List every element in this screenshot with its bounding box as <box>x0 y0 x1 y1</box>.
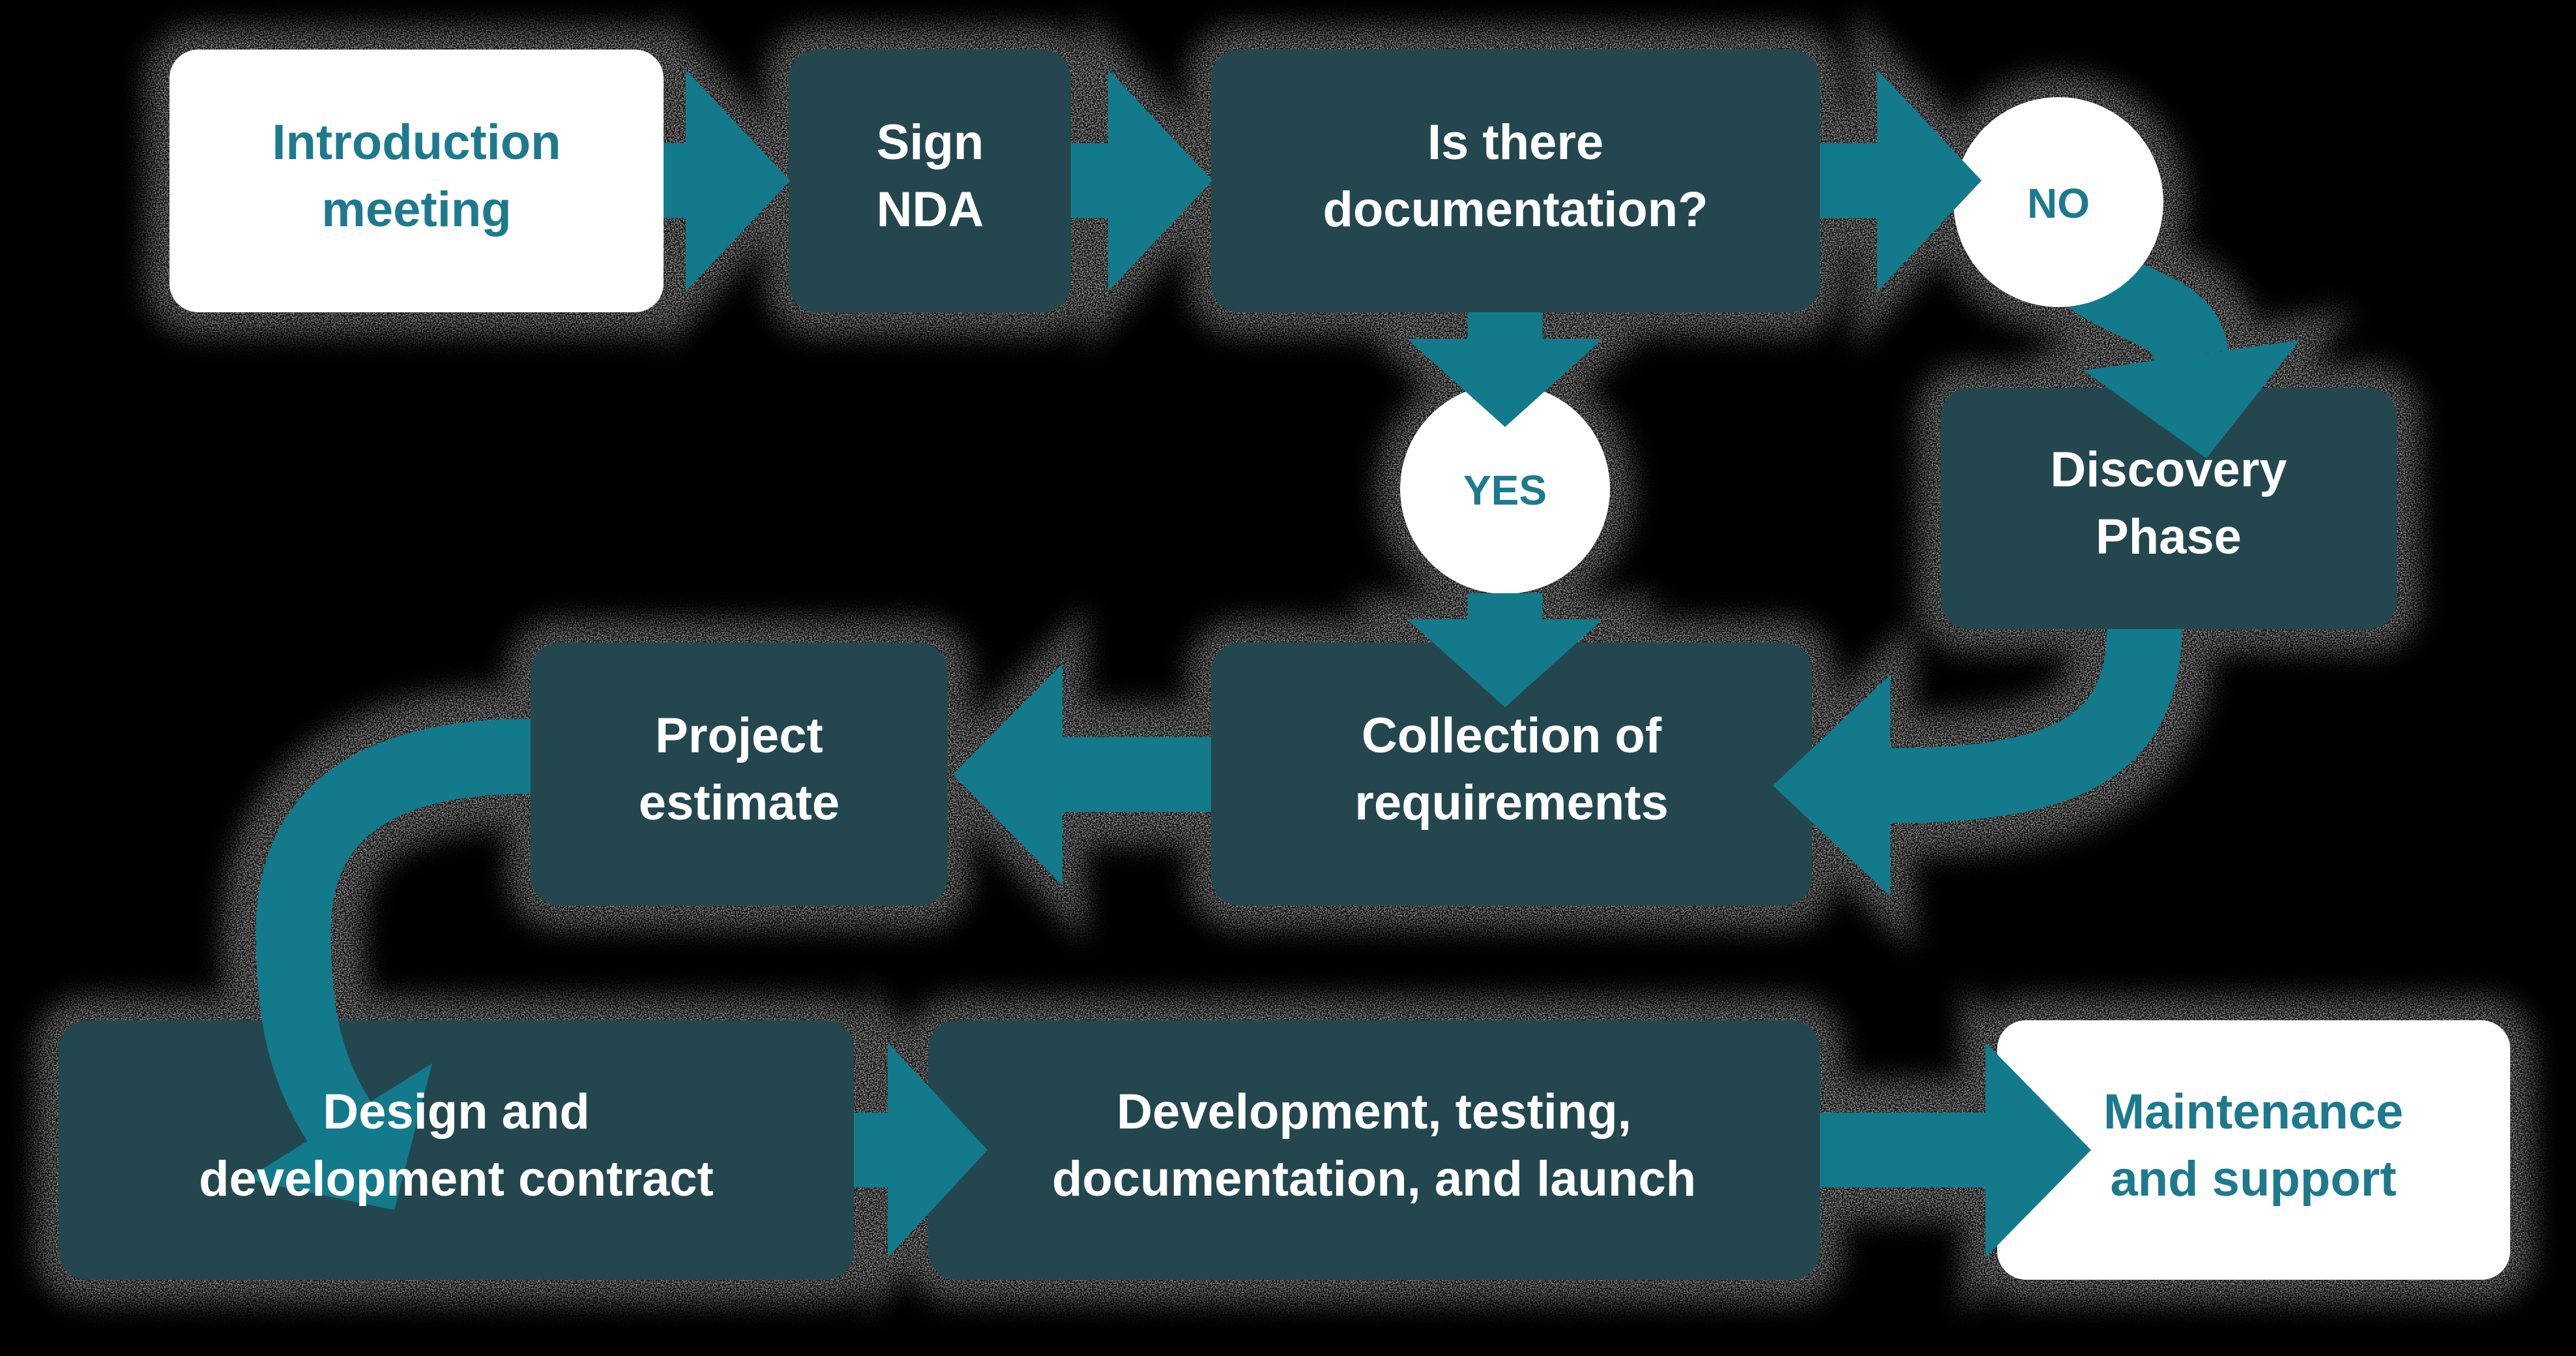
label-sign-nda-line2: NDA <box>877 182 984 237</box>
node-project-estimate <box>531 643 948 906</box>
arrow-design-to-development <box>854 1042 988 1258</box>
arrow-discovery-to-collection-head <box>1773 675 1890 896</box>
arrow-head <box>1407 619 1603 707</box>
label-introduction-meeting-line1: Introduction <box>272 115 561 170</box>
arrow-collection-to-project-estimate <box>953 664 1211 885</box>
node-labels: Introduction meeting Sign NDA Is there d… <box>199 115 2403 1207</box>
label-design-contract-line2: development contract <box>199 1151 714 1207</box>
node-yes-circle <box>1400 384 1610 594</box>
arrow-documentation-to-no <box>1820 70 1982 291</box>
label-is-there-documentation-line2: documentation? <box>1323 182 1708 237</box>
arrow-intro-to-sign-nda <box>664 70 790 291</box>
arrow-head <box>246 1063 432 1210</box>
arrow-head <box>686 70 790 291</box>
edges <box>246 70 2300 1258</box>
label-project-estimate-line2: estimate <box>639 775 840 831</box>
label-discovery-phase-line2: Phase <box>2096 509 2242 565</box>
label-development-testing-line2: documentation, and launch <box>1052 1151 1696 1207</box>
arrow-documentation-to-yes <box>1407 312 1603 427</box>
label-collection-of-requirements-line1: Collection of <box>1362 708 1662 763</box>
arrow-head <box>1108 70 1212 291</box>
arrow-head <box>1985 1042 2091 1258</box>
node-design-and-development-contract <box>59 1020 854 1280</box>
label-discovery-phase-line1: Discovery <box>2050 442 2287 497</box>
label-maintenance-support-line2: and support <box>2110 1151 2396 1207</box>
arrow-head <box>888 1042 988 1258</box>
arrow-head <box>1773 675 1890 896</box>
node-introduction-meeting <box>169 50 664 312</box>
label-sign-nda-line1: Sign <box>877 115 984 170</box>
nodes <box>59 50 2510 1280</box>
node-no-circle <box>1954 97 2163 307</box>
node-maintenance-and-support <box>1997 1020 2510 1280</box>
arrow-yes-to-collection <box>1407 593 1603 707</box>
flowchart-shapes <box>59 50 2510 1280</box>
label-development-testing-line1: Development, testing, <box>1117 1084 1632 1140</box>
label-no: NO <box>2027 180 2090 227</box>
arrow-head <box>1877 70 1982 291</box>
arrow-discovery-to-collection-shaft <box>1890 625 2182 823</box>
label-project-estimate-line1: Project <box>655 708 823 763</box>
arrow-head <box>953 664 1062 885</box>
node-development-testing-documentation-launch <box>928 1020 1820 1280</box>
node-sign-nda <box>789 50 1071 312</box>
arrow-head <box>1407 339 1603 427</box>
label-is-there-documentation-line1: Is there <box>1427 115 1603 170</box>
label-design-contract-line1: Design and <box>323 1084 590 1140</box>
label-introduction-meeting-line2: meeting <box>321 182 511 237</box>
arrow-development-to-maintenance <box>1820 1042 2091 1258</box>
label-maintenance-support-line1: Maintenance <box>2103 1084 2403 1140</box>
arrow-head <box>2083 340 2300 458</box>
arrow-project-estimate-to-design <box>246 718 531 1210</box>
node-is-there-documentation <box>1211 50 1820 312</box>
label-collection-of-requirements-line2: requirements <box>1354 775 1669 831</box>
arrow-shaft <box>256 718 531 1142</box>
node-collection-of-requirements <box>1211 643 1812 906</box>
node-discovery-phase <box>1940 388 2397 629</box>
arrow-sign-nda-to-documentation <box>1071 70 1212 291</box>
label-yes: YES <box>1463 467 1547 514</box>
arrow-no-to-discovery-head <box>2083 340 2300 458</box>
